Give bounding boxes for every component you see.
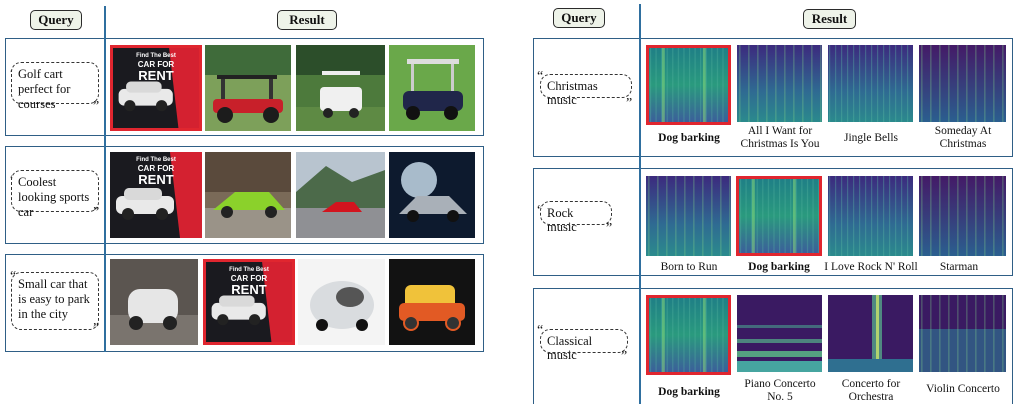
right-query-header: Query (553, 8, 605, 28)
query-bubble-golf: Golf cart perfect for courses (11, 62, 99, 111)
caption: Concerto for Orchestra (841, 378, 901, 403)
spectrogram-someday-at-christmas[interactable] (919, 45, 1006, 122)
spectrogram-dog-barking[interactable] (646, 295, 731, 375)
ad-line-1: Find The Best (229, 267, 269, 273)
result-image-green-lamborghini[interactable] (205, 152, 291, 238)
result-image-car-rent-ad[interactable]: Find The Best CAR FOR RENT (203, 259, 295, 345)
open-quote: “ (537, 69, 544, 84)
ad-line-2: CAR FOR (137, 60, 175, 69)
open-quote: “ (537, 323, 544, 338)
ad-line-2: CAR FOR (230, 274, 268, 283)
spectrogram-i-love-rock-n-roll[interactable] (828, 176, 913, 256)
left-result-header: Result (277, 10, 337, 30)
right-divider-segment (639, 168, 641, 276)
left-query-header: Query (30, 10, 82, 30)
caption: All I Want for Christmas Is You (740, 125, 820, 150)
caption: Dog barking (658, 132, 720, 144)
right-divider-segment (639, 38, 641, 157)
close-quote: ” (621, 349, 628, 364)
caption: I Love Rock N' Roll (824, 261, 918, 273)
caption: Born to Run (660, 261, 718, 273)
caption: Violin Concerto (926, 383, 1000, 395)
right-result-header: Result (803, 9, 856, 29)
result-image-red-ferrari[interactable] (296, 152, 385, 238)
spectrogram-dog-barking[interactable] (646, 45, 731, 125)
close-quote: ” (626, 96, 633, 111)
left-divider-segment (104, 254, 106, 352)
close-quote: ” (606, 221, 613, 236)
spectrogram-violin-concerto[interactable] (919, 295, 1006, 372)
caption: Someday At Christmas (934, 125, 992, 150)
result-image-white-golf-cart[interactable] (296, 45, 385, 131)
query-bubble-rock: Rock music (540, 201, 612, 234)
result-image-orange-vintage-car[interactable] (389, 259, 475, 345)
result-image-red-golf-cart[interactable] (205, 45, 291, 131)
ad-line-2: CAR FOR (137, 164, 175, 173)
ad-line-1: Find The Best (136, 157, 176, 163)
spectrogram-piano-concerto[interactable] (737, 295, 822, 372)
caption: Piano Concerto No. 5 (744, 378, 816, 403)
spectrogram-concerto-for-orchestra[interactable] (828, 295, 913, 372)
close-quote: ” (93, 321, 100, 336)
right-divider-segment (639, 288, 641, 404)
result-image-smart-car[interactable] (110, 259, 198, 345)
spectrogram-all-i-want[interactable] (737, 45, 822, 122)
spectrogram-starman[interactable] (919, 176, 1006, 256)
ad-line-1: Find The Best (136, 53, 176, 59)
ad-line-3: RENT (138, 68, 174, 83)
result-image-car-rent-ad[interactable]: Find The Best CAR FOR RENT (110, 152, 202, 238)
caption: Jingle Bells (844, 132, 898, 144)
spectrogram-born-to-run[interactable] (646, 176, 731, 256)
caption: Dog barking (748, 261, 810, 273)
result-image-car-rent-ad[interactable]: Find The Best CAR FOR RENT (110, 45, 202, 131)
close-quote: ” (93, 99, 100, 114)
caption: Dog barking (658, 386, 720, 398)
query-bubble-classical: Classical music (540, 329, 628, 362)
close-quote: ” (93, 205, 100, 220)
ad-line-3: RENT (138, 172, 174, 187)
query-bubble-sports: Coolest looking sports car (11, 170, 99, 219)
left-divider-segment (104, 38, 106, 136)
query-bubble-small-car: Small car that is easy to park in the ci… (11, 272, 99, 330)
spectrogram-dog-barking[interactable] (736, 176, 822, 256)
caption: Starman (939, 261, 979, 273)
result-image-navy-golf-cart[interactable] (389, 45, 475, 131)
spectrogram-jingle-bells[interactable] (828, 45, 913, 122)
result-image-silver-car[interactable] (389, 152, 475, 238)
result-image-white-microcar[interactable] (298, 259, 385, 345)
ad-line-3: RENT (231, 282, 267, 297)
left-divider-segment (104, 146, 106, 244)
query-bubble-christmas: Christmas music (540, 74, 632, 107)
